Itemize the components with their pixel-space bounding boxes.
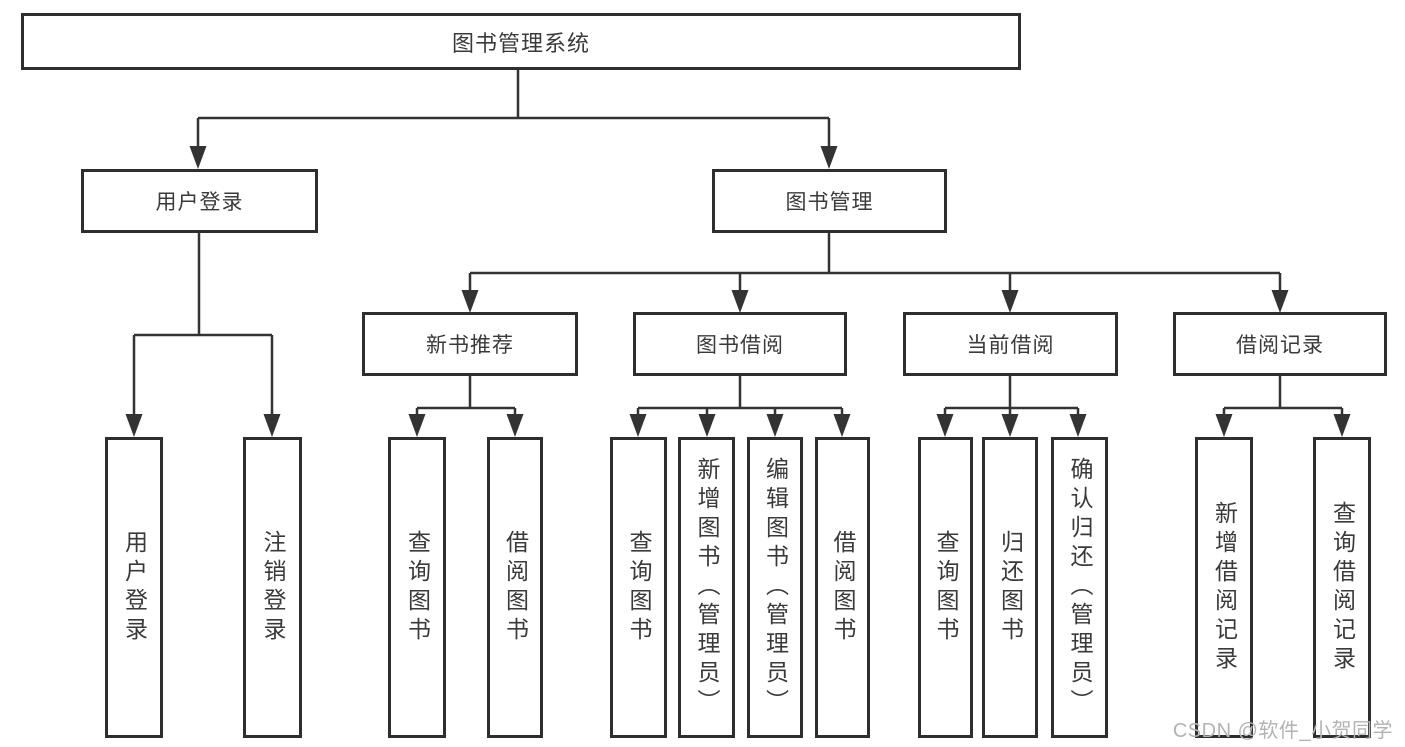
node-user-login: 用户登录 bbox=[81, 169, 318, 233]
leaf-query-books-3: 查询图书 bbox=[918, 437, 973, 738]
leaf-borrow-books-2-label: 借阅图书 bbox=[830, 529, 856, 646]
node-book-management-label: 图书管理 bbox=[785, 191, 874, 214]
root-node: 图书管理系统 bbox=[21, 13, 1021, 70]
leaf-edit-book-admin: 编辑图书（管理员） bbox=[747, 437, 803, 738]
connector-user-login bbox=[132, 233, 274, 420]
connector-current-borrow bbox=[943, 376, 1080, 420]
leaf-query-books-1: 查询图书 bbox=[388, 437, 446, 738]
node-new-book-recommend-label: 新书推荐 bbox=[426, 334, 514, 357]
leaf-add-book-admin: 新增图书（管理员） bbox=[678, 437, 735, 738]
leaf-query-books-3-label: 查询图书 bbox=[933, 529, 959, 646]
arrowheads bbox=[125, 146, 1351, 437]
root-node-label: 图书管理系统 bbox=[451, 30, 590, 56]
leaf-query-books-1-label: 查询图书 bbox=[404, 529, 431, 646]
node-book-management: 图书管理 bbox=[712, 169, 947, 233]
node-borrow-records-label: 借阅记录 bbox=[1236, 334, 1324, 357]
connector-book-borrow bbox=[636, 376, 844, 420]
leaf-borrow-books-1-label: 借阅图书 bbox=[502, 529, 529, 646]
leaf-user-login: 用户登录 bbox=[105, 437, 163, 738]
leaf-query-borrow-record: 查询借阅记录 bbox=[1313, 437, 1371, 738]
leaf-return-book: 归还图书 bbox=[982, 437, 1038, 738]
leaf-confirm-return-admin: 确认归还（管理员） bbox=[1051, 437, 1108, 738]
connector-new-book bbox=[415, 376, 517, 420]
node-user-login-label: 用户登录 bbox=[155, 191, 244, 214]
leaf-query-books-2: 查询图书 bbox=[610, 437, 667, 738]
node-book-borrow-label: 图书借阅 bbox=[696, 334, 784, 357]
node-book-borrow: 图书借阅 bbox=[633, 312, 847, 376]
leaf-logout-label: 注销登录 bbox=[260, 529, 286, 646]
leaf-add-book-admin-label: 新增图书（管理员） bbox=[694, 457, 720, 718]
leaf-confirm-return-admin-label: 确认归还（管理员） bbox=[1067, 457, 1093, 718]
node-new-book-recommend: 新书推荐 bbox=[362, 312, 578, 376]
leaf-logout: 注销登录 bbox=[243, 437, 302, 738]
leaf-edit-book-admin-label: 编辑图书（管理员） bbox=[762, 457, 789, 718]
leaf-query-books-2-label: 查询图书 bbox=[626, 529, 652, 646]
node-current-borrow-label: 当前借阅 bbox=[966, 334, 1055, 357]
leaf-add-borrow-record: 新增借阅记录 bbox=[1195, 437, 1253, 738]
leaf-query-borrow-record-label: 查询借阅记录 bbox=[1329, 500, 1356, 675]
leaf-borrow-books-1: 借阅图书 bbox=[487, 437, 543, 738]
connector-book-management bbox=[468, 233, 1282, 296]
leaf-add-borrow-record-label: 新增借阅记录 bbox=[1211, 500, 1238, 675]
leaf-return-book-label: 归还图书 bbox=[997, 529, 1024, 646]
leaf-borrow-books-2: 借阅图书 bbox=[815, 437, 870, 738]
node-current-borrow: 当前借阅 bbox=[903, 312, 1118, 376]
csdn-watermark: CSDN @软件_小贺同学 bbox=[1172, 720, 1393, 742]
connector-root bbox=[196, 70, 831, 152]
node-borrow-records: 借阅记录 bbox=[1173, 312, 1387, 376]
leaf-user-login-label: 用户登录 bbox=[121, 529, 148, 646]
connector-borrow-records bbox=[1222, 376, 1344, 420]
